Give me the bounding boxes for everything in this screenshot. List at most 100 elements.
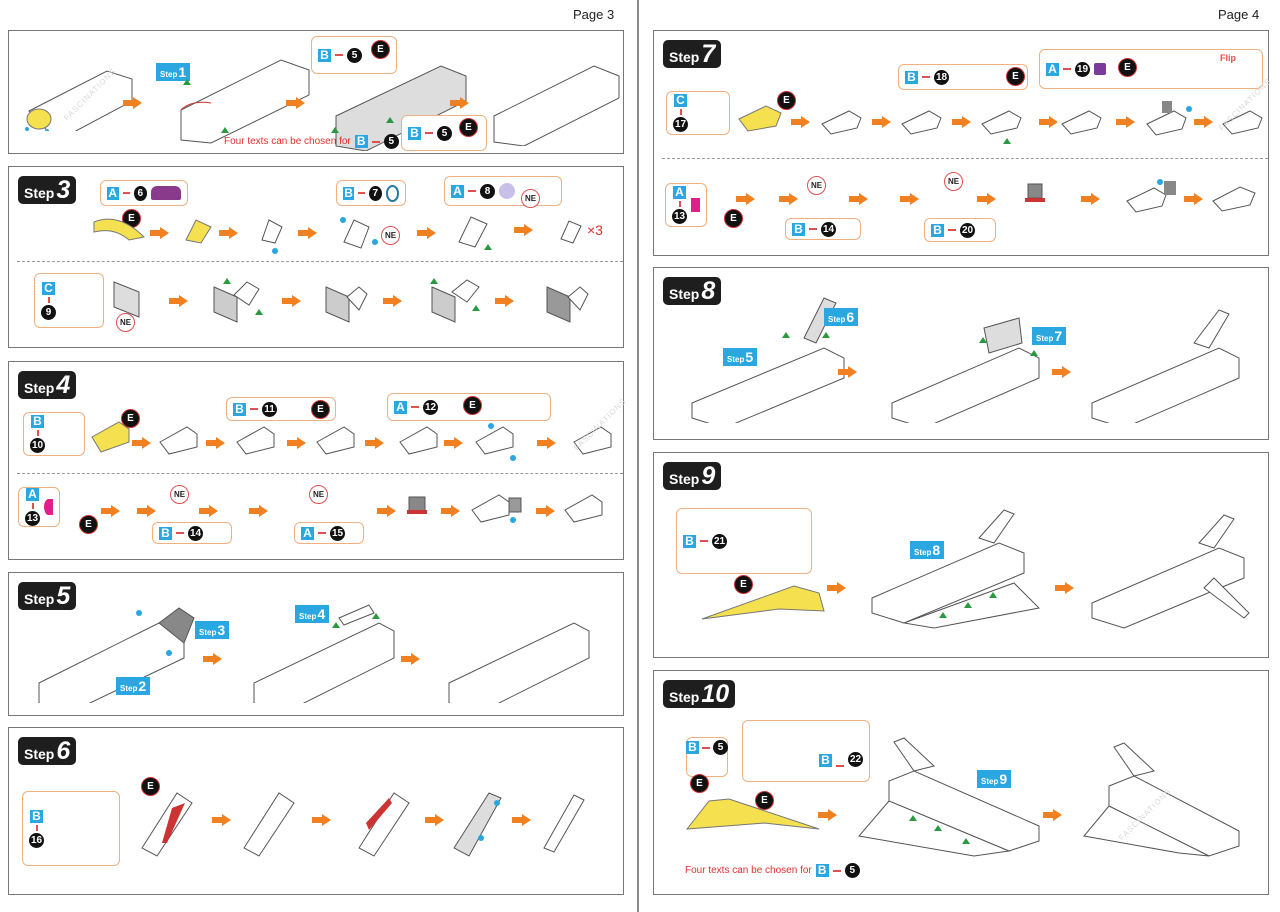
- arrow-icon: [900, 193, 920, 205]
- part-number: 21: [712, 533, 727, 549]
- arrow-icon: [199, 505, 219, 517]
- callout-b10: B 10: [23, 412, 85, 456]
- arrow-icon: [312, 814, 332, 826]
- arrow-icon: [206, 437, 226, 449]
- step-number: 3: [217, 622, 226, 638]
- bulkhead-engines-2: [325, 286, 368, 323]
- step-5-badge: Step 5: [18, 582, 77, 610]
- e-marker: E: [755, 791, 774, 810]
- part-number: 18: [934, 69, 949, 85]
- callout-a13-step7: A 13: [665, 183, 707, 227]
- dash: [809, 228, 817, 230]
- step-number: 10: [701, 680, 730, 708]
- page-divider: [637, 0, 639, 912]
- rear-5: [1146, 101, 1192, 136]
- part-number: 11: [262, 401, 277, 417]
- step-number: 4: [56, 371, 71, 399]
- dash: [176, 532, 184, 534]
- part-number: 5: [383, 134, 399, 149]
- part-number: 13: [25, 511, 40, 526]
- e-marker: E: [459, 118, 478, 137]
- engine-assembled: [458, 216, 492, 250]
- part-letter: C: [42, 281, 55, 295]
- step-number: 7: [1054, 328, 1063, 344]
- engine-bell: [261, 219, 283, 254]
- step-word: Step: [669, 286, 700, 302]
- step-6-badge: Step 6: [18, 737, 77, 765]
- step-number: 1: [178, 64, 187, 80]
- step-word: Step: [669, 49, 700, 65]
- part-letter: A: [451, 184, 464, 198]
- part-letter: B: [31, 415, 44, 428]
- dash: [411, 406, 419, 408]
- tail-fin-2: [243, 792, 295, 857]
- step-number: 4: [317, 606, 326, 622]
- step-9-badge: Step 9: [663, 462, 722, 490]
- part-number: 19: [1075, 61, 1090, 77]
- arrow-icon: [1116, 116, 1136, 128]
- shuttle-body-final: [448, 622, 590, 703]
- rear-3: [981, 110, 1022, 144]
- arrow-icon: [444, 437, 464, 449]
- shuttle-with-wing: [871, 509, 1041, 629]
- dash: [468, 190, 476, 192]
- e-marker: E: [121, 409, 140, 428]
- note-four-texts-step10: Four texts can be chosen for B 5: [685, 863, 860, 878]
- rear-4: [1061, 110, 1102, 135]
- part-letter: B: [354, 135, 368, 148]
- cabin-with-cap: [471, 494, 522, 523]
- arrow-icon: [1052, 366, 1072, 378]
- shuttle-step8-final: [1091, 309, 1240, 423]
- part-number: 22: [848, 752, 863, 767]
- shuttle-step9-final: [1091, 514, 1250, 629]
- fuselage-figure: [25, 70, 133, 131]
- dash: [47, 296, 50, 303]
- dash: [31, 503, 34, 509]
- arrow-icon: [952, 116, 972, 128]
- part-letter: B: [931, 223, 944, 237]
- arrow-icon: [838, 366, 858, 378]
- part-number: 5: [713, 740, 728, 755]
- step-number: 9: [701, 462, 716, 490]
- part-letter: B: [30, 809, 43, 823]
- arrow-icon: [286, 97, 306, 109]
- step-word: Step: [669, 471, 700, 487]
- arrow-icon: [827, 582, 847, 594]
- e-marker: E: [724, 209, 743, 228]
- bulkhead-engines-1: [213, 278, 263, 323]
- fuselage-complete-figure: [493, 65, 620, 146]
- part-number: 10: [30, 438, 45, 453]
- part-letter: A: [394, 400, 407, 414]
- section-divider: [17, 261, 623, 262]
- engine-part-yellow: [93, 218, 146, 241]
- part-number: 20: [960, 222, 975, 238]
- note-four-texts: Four texts can be chosen for B 5: [224, 134, 399, 149]
- arrow-icon: [298, 227, 318, 239]
- bulkhead-engines-3: [430, 278, 480, 323]
- arrow-icon: [537, 437, 557, 449]
- e-marker: E: [371, 40, 390, 59]
- step-word: Step: [24, 591, 55, 607]
- callout-c9: C 9: [34, 273, 104, 328]
- rear-1: [821, 110, 862, 135]
- step-word: Step: [727, 355, 745, 364]
- part-letter: A: [26, 488, 39, 501]
- e-marker: E: [463, 396, 482, 415]
- cabin-yellow: [91, 421, 130, 453]
- rear-yellow: [738, 105, 782, 132]
- step-number: 2: [138, 678, 147, 694]
- arrow-icon: [514, 224, 534, 236]
- arrow-icon: [512, 814, 532, 826]
- step-word: Step: [669, 689, 700, 705]
- step-number: 7: [701, 40, 716, 68]
- arrow-icon: [169, 295, 189, 307]
- step-word: Step: [24, 746, 55, 762]
